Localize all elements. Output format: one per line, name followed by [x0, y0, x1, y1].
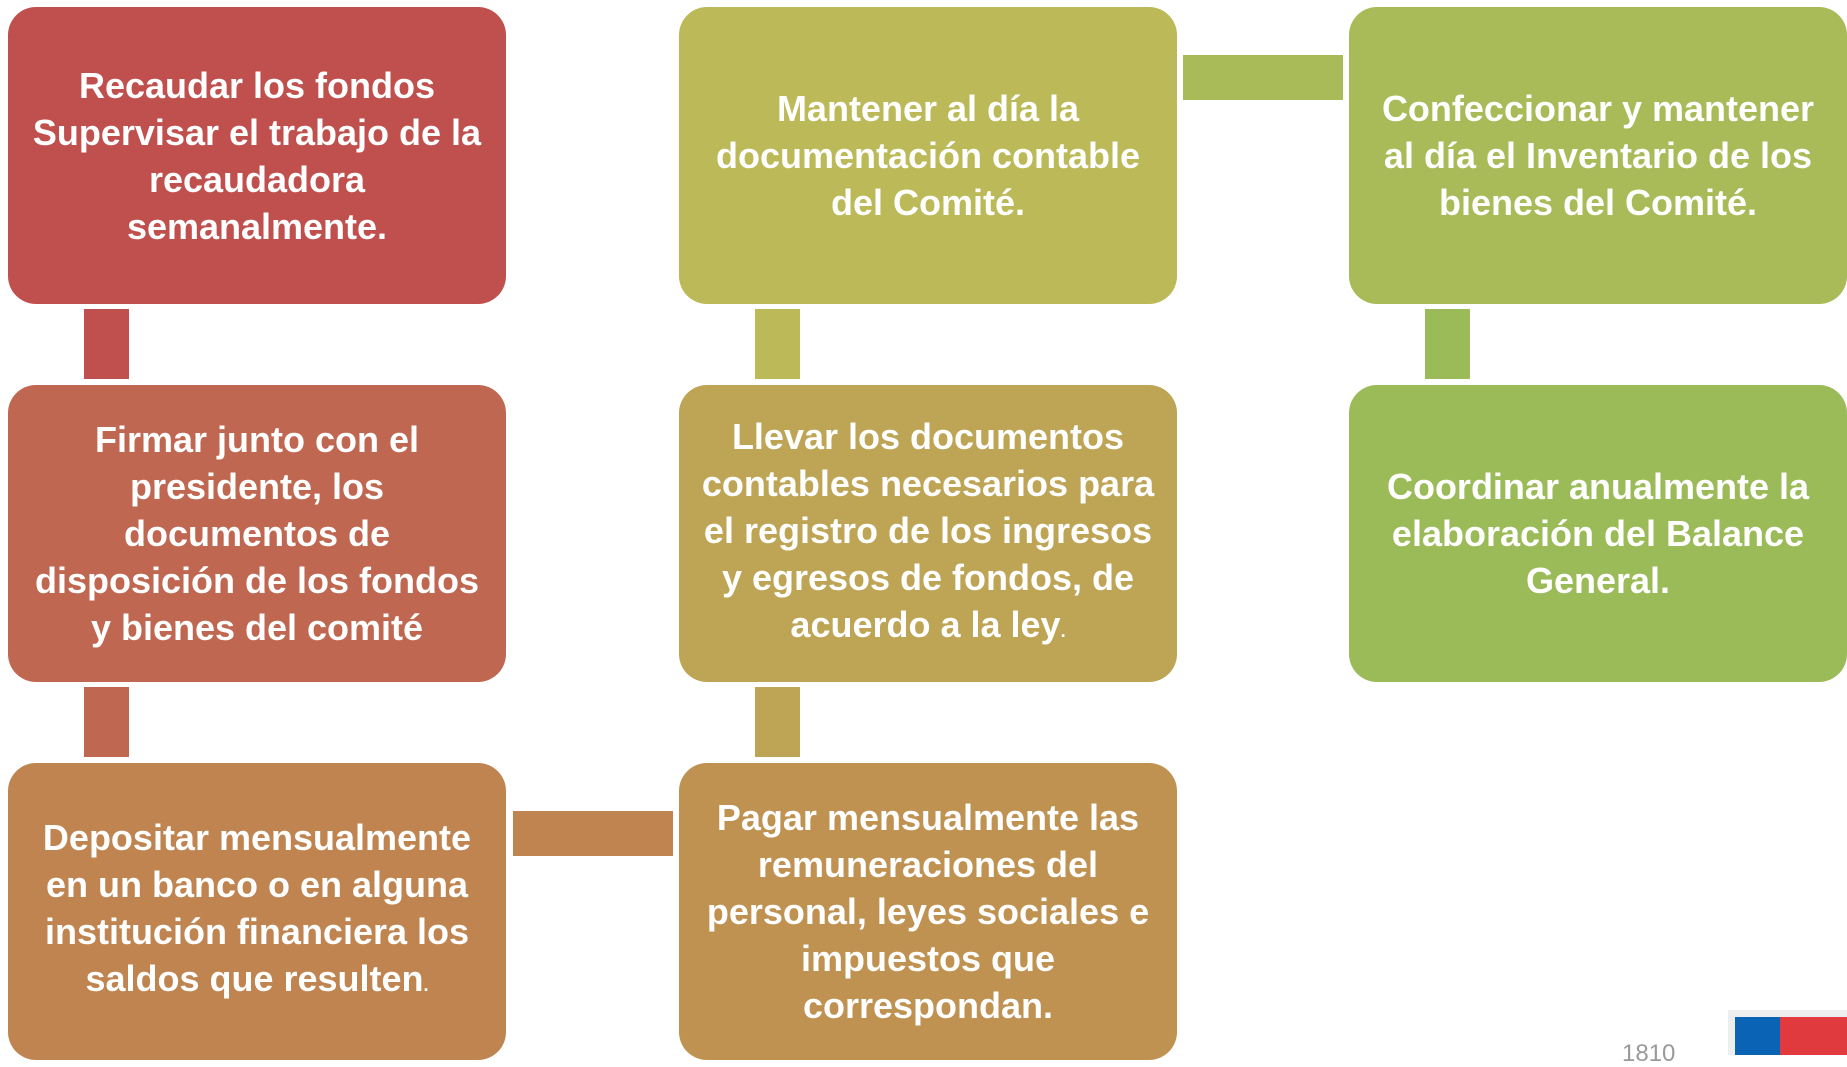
step-text: Firmar junto con el presidente, los docu…: [34, 419, 480, 648]
step-text-main: Llevar los documentos contables necesari…: [701, 415, 1155, 645]
connector-vertical: [84, 687, 129, 757]
step-text: Recaudar los fondos Supervisar el trabaj…: [32, 64, 482, 247]
step-text: Pagar mensualmente las remuneraciones de…: [706, 797, 1150, 1026]
connector-horizontal: [513, 811, 673, 856]
chile-flag-logo: [1728, 1010, 1847, 1055]
step-llevar-documentos: Llevar los documentos contables necesari…: [679, 385, 1177, 682]
connector-horizontal: [1183, 55, 1343, 100]
connector-vertical: [755, 309, 800, 379]
flag-blue-field: [1735, 1017, 1780, 1055]
step-text: Confeccionar y mantener al día el Invent…: [1381, 88, 1815, 223]
step-text-suffix: .: [1060, 620, 1066, 641]
step-coordinar-balance: Coordinar anualmente la elaboración del …: [1349, 385, 1847, 682]
step-text: Llevar los documentos contables necesari…: [697, 413, 1159, 655]
step-pagar-remuneraciones: Pagar mensualmente las remuneraciones de…: [679, 763, 1177, 1060]
connector-vertical: [84, 309, 129, 379]
step-firmar-documentos: Firmar junto con el presidente, los docu…: [8, 385, 506, 682]
step-confeccionar-inventario: Confeccionar y mantener al día el Invent…: [1349, 7, 1847, 304]
step-text-main: Depositar mensualmente en un banco o en …: [42, 817, 472, 999]
step-text: Coordinar anualmente la elaboración del …: [1386, 466, 1810, 601]
step-text: Depositar mensualmente en un banco o en …: [26, 814, 488, 1009]
flag-red-field: [1780, 1017, 1847, 1055]
step-recaudar-fondos: Recaudar los fondos Supervisar el trabaj…: [8, 7, 506, 304]
connector-vertical: [1425, 309, 1470, 379]
step-text: Mantener al día la documentación contabl…: [715, 88, 1141, 223]
step-depositar-mensualmente: Depositar mensualmente en un banco o en …: [8, 763, 506, 1060]
page-number: 1810: [1622, 1040, 1676, 1067]
step-text-suffix: .: [423, 975, 429, 995]
step-mantener-documentacion: Mantener al día la documentación contabl…: [679, 7, 1177, 304]
connector-vertical: [755, 687, 800, 757]
